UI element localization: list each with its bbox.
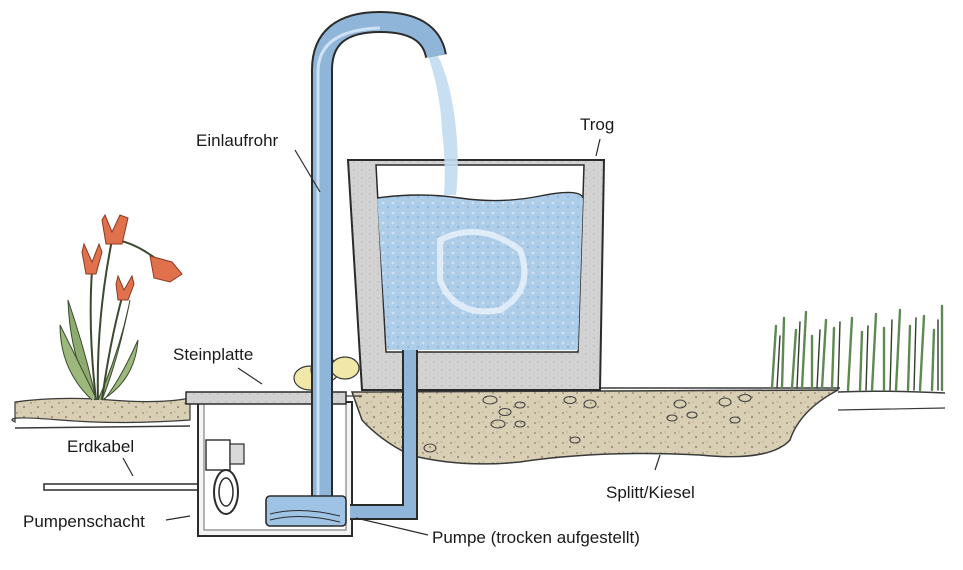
label-pumpe: Pumpe (trocken aufgestellt) xyxy=(432,529,640,546)
label-trog: Trog xyxy=(580,116,614,133)
label-erdkabel: Erdkabel xyxy=(67,438,134,455)
label-einlaufrohr: Einlaufrohr xyxy=(196,132,278,149)
grass-tufts-dark xyxy=(777,318,938,390)
ground xyxy=(12,388,945,464)
tulip-plant xyxy=(60,215,182,400)
label-steinplatte: Steinplatte xyxy=(173,346,253,363)
label-splitt-kiesel: Splitt/Kiesel xyxy=(606,484,695,501)
label-pumpenschacht: Pumpenschacht xyxy=(23,513,145,530)
earth-cable xyxy=(44,484,200,490)
trough xyxy=(348,160,604,390)
pump xyxy=(266,496,346,526)
